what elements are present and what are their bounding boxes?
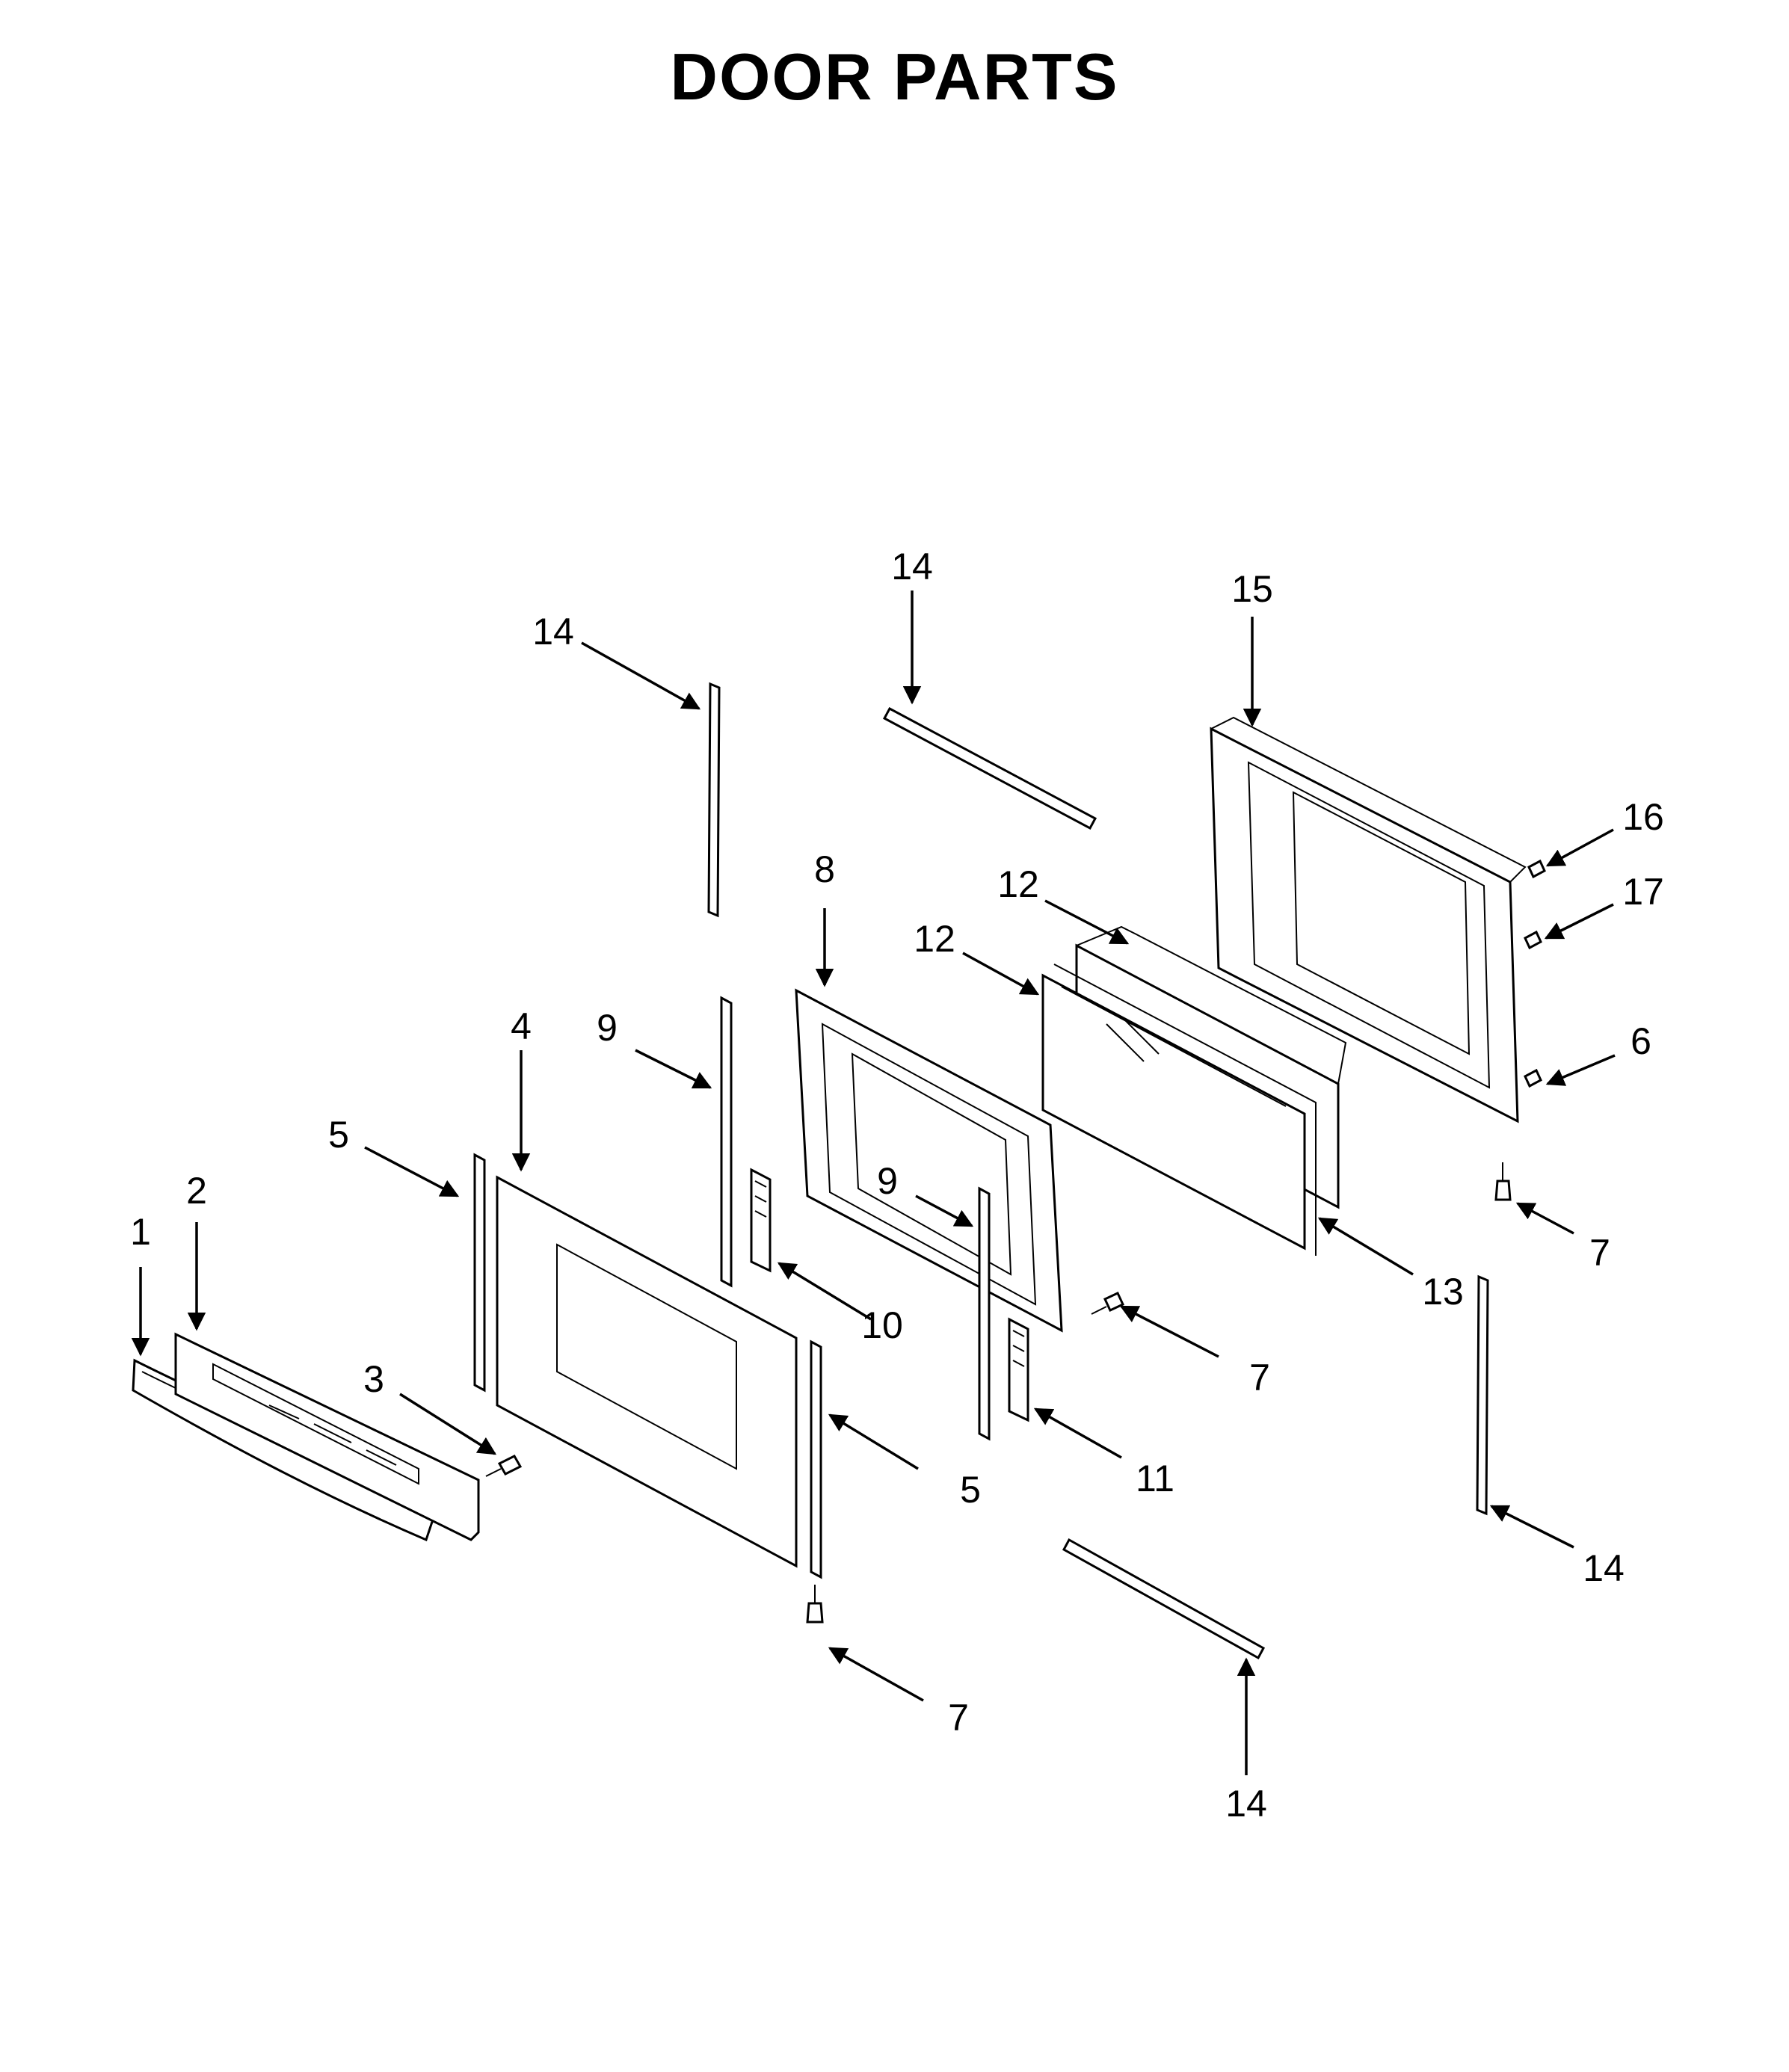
- part-screw-7-bottom: [806, 1585, 824, 1624]
- leader-5b: [828, 1413, 919, 1470]
- callout-5-right: 5: [960, 1469, 981, 1511]
- callout-14-right: 14: [1583, 1547, 1625, 1589]
- leader-17: [1544, 903, 1614, 940]
- leader-7c: [1515, 1202, 1574, 1235]
- leader-7a: [828, 1647, 924, 1702]
- part-screw-7-middle: [1091, 1292, 1124, 1315]
- leader-3: [399, 1393, 497, 1455]
- leader-7b: [1119, 1305, 1219, 1358]
- part-screw-6: [1524, 1068, 1542, 1088]
- leader-6: [1545, 1054, 1616, 1086]
- callout-6: 6: [1631, 1020, 1651, 1062]
- part-hinge-channel-right: [978, 1186, 991, 1441]
- part-strip-top-left: [707, 682, 721, 918]
- leader-12b: [962, 952, 1040, 996]
- callout-4: 4: [511, 1005, 532, 1047]
- part-strip-top: [882, 706, 1097, 830]
- callout-10: 10: [861, 1304, 903, 1346]
- callout-7-right: 7: [1589, 1232, 1610, 1274]
- callout-5-left: 5: [328, 1114, 349, 1156]
- callout-11: 11: [1136, 1458, 1174, 1499]
- part-side-trim-right: [810, 1339, 822, 1579]
- leader-5a: [364, 1146, 460, 1197]
- callout-7-bottom: 7: [948, 1697, 969, 1739]
- callout-1: 1: [130, 1211, 151, 1253]
- callout-17: 17: [1622, 871, 1664, 913]
- leader-16: [1545, 828, 1614, 867]
- part-side-trim-left: [473, 1153, 486, 1393]
- part-strip-bottom: [1062, 1538, 1266, 1660]
- part-screw-7-right: [1494, 1162, 1512, 1201]
- diagram-title: DOOR PARTS: [670, 40, 1119, 114]
- part-inner-door-frame: [795, 988, 1063, 1333]
- callout-15: 15: [1231, 568, 1273, 610]
- leader-9b: [915, 1194, 974, 1227]
- callout-7-middle: 7: [1249, 1357, 1270, 1399]
- leader-14c: [1489, 1505, 1574, 1549]
- callout-13: 13: [1422, 1271, 1464, 1313]
- part-strip-right: [1476, 1274, 1489, 1516]
- leader-11: [1033, 1407, 1122, 1459]
- part-screw-17: [1524, 930, 1542, 950]
- callout-14-top: 14: [891, 546, 933, 588]
- part-inner-door-liner: [1210, 716, 1527, 1123]
- leader-9a: [635, 1049, 712, 1089]
- part-outer-door-glass: [496, 1175, 798, 1568]
- part-screw-16: [1527, 859, 1546, 879]
- part-control-panel-trim: [174, 1332, 480, 1541]
- part-glass-pane-front: [1041, 963, 1317, 1256]
- callout-labels: 1 2 3 4 5 5 6 7 7 7 8 9 9 10 11 12 12 13…: [130, 546, 1664, 1825]
- part-hinge-channel-left: [720, 996, 733, 1288]
- callout-9-left: 9: [597, 1007, 618, 1049]
- leader-12a: [1044, 899, 1130, 945]
- callout-2: 2: [186, 1170, 207, 1212]
- callout-12-upper: 12: [997, 863, 1039, 905]
- leader-10: [777, 1262, 872, 1321]
- callout-12-lower: 12: [914, 918, 955, 960]
- callout-16: 16: [1622, 796, 1664, 838]
- part-screw-3: [485, 1455, 523, 1477]
- callout-9-right: 9: [877, 1160, 898, 1202]
- callout-8: 8: [814, 848, 835, 890]
- part-hinge-right: [1008, 1317, 1029, 1422]
- leader-14a: [581, 641, 701, 710]
- leader-arrows: [131, 591, 1616, 1775]
- leader-13: [1317, 1217, 1414, 1276]
- callout-14-top-left: 14: [532, 611, 574, 653]
- part-hinge-left: [750, 1168, 772, 1273]
- callout-3: 3: [363, 1358, 384, 1400]
- callout-14-bottom: 14: [1225, 1783, 1267, 1825]
